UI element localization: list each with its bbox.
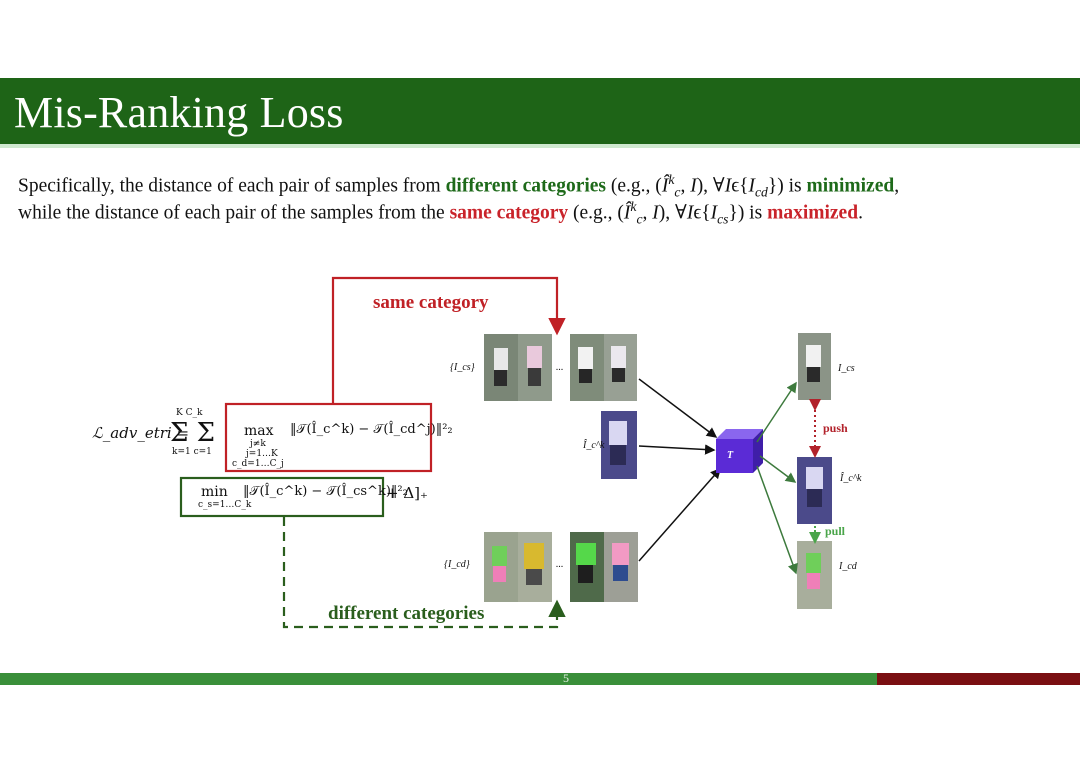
math-sub: cs	[717, 211, 729, 227]
formula-sums: Σ Σ	[170, 418, 216, 448]
ics-ellipsis: ...	[556, 362, 564, 373]
query-image	[601, 411, 637, 479]
model-cube	[716, 429, 763, 473]
math-sub: c	[636, 211, 643, 227]
math-symbol: I	[690, 175, 697, 197]
formula-max-sub2: j=1…K	[246, 449, 278, 459]
model-label: T	[727, 450, 734, 461]
query-label: Î_c^k	[583, 440, 605, 451]
text-span: Specifically, the distance of each pair …	[18, 175, 446, 197]
math-symbol: Î	[623, 202, 631, 224]
text-span: ,	[894, 175, 900, 197]
arrow-model-to-icd	[756, 465, 798, 575]
push-label: push	[823, 421, 848, 435]
body-line-2: while the distance of each pair of the s…	[18, 195, 863, 231]
formula-sum-upper: K C_k	[176, 408, 203, 418]
same-category-connector	[331, 276, 566, 404]
right-column-images	[797, 333, 832, 609]
pull-label: pull	[825, 524, 846, 538]
text-span: ), ∀	[658, 202, 687, 224]
page-number: 5	[563, 671, 569, 685]
arrow-model-to-query	[759, 455, 797, 483]
formula-tail: + Δ]₊	[386, 484, 428, 502]
highlight-same-category: same category	[449, 202, 569, 224]
ics-set-label: {I_cs}	[450, 362, 475, 373]
different-categories-label: different categories	[328, 603, 485, 624]
math-sub: cd	[754, 184, 768, 200]
footer-bar-green	[0, 673, 877, 685]
text-span: while the distance of each pair of the s…	[18, 202, 450, 224]
text-span: ), ∀	[696, 175, 725, 197]
highlight-different-categories: different categories	[445, 175, 607, 197]
right-icd-label: I_cd	[839, 561, 857, 572]
math-symbol: I	[652, 202, 659, 224]
formula-min-term: ‖𝒯(Î_c^k) − 𝒯(Î_cs^k)‖²₂	[243, 484, 408, 499]
text-span: ,	[642, 202, 653, 224]
formula-min: min	[201, 484, 228, 500]
right-ics-label: I_cs	[838, 363, 855, 374]
text-span: .	[858, 202, 863, 224]
text-span: ,	[680, 175, 691, 197]
text-span: }) is	[767, 175, 807, 197]
min-term-box	[179, 476, 385, 518]
formula-max-term: ‖𝒯(Î_c^k) − 𝒯(Î_cd^j)‖²₂	[290, 422, 453, 437]
math-sup: k	[668, 172, 675, 187]
text-span: }) is	[728, 202, 768, 224]
text-span: ϵ{	[693, 202, 711, 224]
footer-bar-red	[877, 673, 1080, 685]
math-symbol: I	[724, 175, 732, 197]
text-span: (e.g., (	[568, 202, 624, 224]
formula-max-sub1: j≠k	[250, 439, 266, 449]
formula-min-sub: c_s=1…C_k	[198, 500, 252, 510]
highlight-minimized: minimized	[806, 175, 895, 197]
formula-sum-lower: k=1 c=1	[172, 447, 212, 457]
formula-max: max	[244, 423, 274, 439]
math-sub: c	[674, 184, 681, 200]
slide-title: Mis-Ranking Loss	[14, 88, 344, 137]
ics-image-group	[484, 334, 637, 401]
title-bar	[0, 78, 1080, 148]
icd-image-group	[484, 532, 638, 602]
text-span: ϵ{	[731, 175, 749, 197]
right-query-label: Î_c^k	[840, 473, 862, 484]
arrow-query-to-model	[638, 444, 716, 455]
math-symbol: I	[710, 202, 718, 224]
math-sup: k	[630, 199, 637, 214]
formula-lhs: ℒ_adv_etri =	[92, 424, 190, 442]
text-span: (e.g., (	[606, 175, 662, 197]
math-symbol: I	[748, 175, 755, 197]
arrow-icd-to-model	[638, 467, 721, 562]
icd-set-label: {I_cd}	[444, 559, 470, 570]
same-category-label: same category	[373, 292, 489, 313]
arrow-ics-to-model	[638, 378, 718, 438]
arrow-model-to-ics	[756, 381, 797, 443]
math-symbol: I	[686, 202, 694, 224]
body-line-1: Specifically, the distance of each pair …	[18, 168, 899, 204]
max-term-box	[224, 402, 433, 473]
icd-ellipsis: ...	[556, 559, 564, 570]
formula-max-sub3: c_d=1…C_j	[232, 459, 284, 469]
math-symbol: Î	[661, 175, 669, 197]
highlight-maximized: maximized	[767, 202, 859, 224]
different-categories-connector	[282, 517, 566, 629]
